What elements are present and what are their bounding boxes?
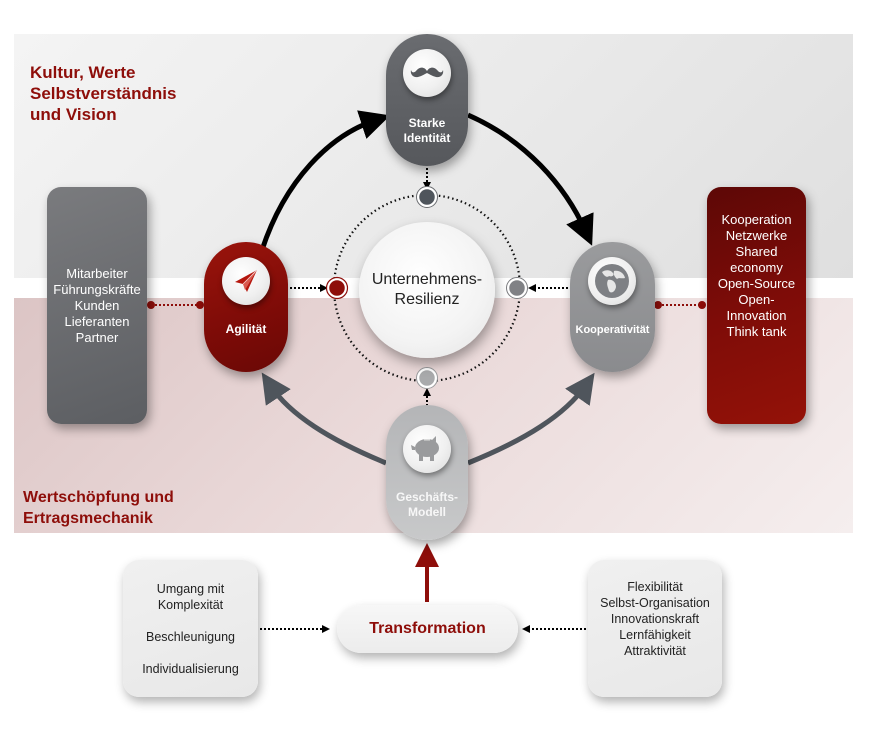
ring-node-business (416, 367, 438, 389)
ring-node-agility (326, 277, 348, 299)
driver-item: Beschleunigung (146, 629, 235, 644)
ring-node-cooperation (506, 277, 528, 299)
node-business-model: Geschäfts- Modell (386, 405, 468, 540)
ring-node-business-outline (416, 367, 438, 389)
cooperation-item: Netzwerke (725, 227, 788, 243)
cooperation-item: Open-Source (717, 275, 796, 291)
cooperation-forms-box: Kooperation Netzwerke Shared economy Ope… (707, 187, 806, 424)
capability-item: Attraktivität (624, 643, 686, 658)
ring-node-identity-outline (416, 186, 438, 208)
transformation-label: Transformation (369, 620, 486, 637)
culture-label-line: und Vision (30, 105, 117, 124)
cooperation-item: economy (730, 259, 783, 275)
driver-item: Individualisierung (142, 661, 239, 676)
node-cooperativity-label: Kooperativität (570, 323, 655, 338)
value-label-line: Ertragsmechanik (23, 510, 153, 527)
node-label-line: Agilität (225, 322, 267, 336)
node-business-model-label: Geschäfts- Modell (386, 490, 468, 520)
resilience-label-line: Resilienz (394, 291, 460, 308)
transformation-node: Transformation (337, 605, 518, 653)
stakeholder-item: Führungskräfte (53, 281, 141, 297)
culture-label-line: Selbstverständnis (30, 84, 177, 103)
capability-item: Flexibilität (627, 579, 683, 594)
ring-node-identity (416, 186, 438, 208)
capability-item: Lernfähigkeit (619, 627, 691, 642)
capabilities-box: Flexibilität Selbst-Organisation Innovat… (588, 560, 722, 697)
ring-node-cooperation-outline (506, 277, 528, 299)
cooperation-item: Innovation (726, 307, 787, 323)
node-label-line: Starke (408, 116, 446, 130)
node-label-line: Kooperativität (575, 324, 650, 336)
node-cooperativity: Kooperativität (570, 242, 655, 372)
node-label-line: Identität (403, 131, 451, 145)
mustache-icon (403, 49, 451, 97)
connector-left-box-start (196, 301, 204, 309)
node-agility: Agilität (204, 242, 288, 372)
capability-item: Innovationskraft (610, 611, 700, 626)
arrow-agility-to-identity (259, 110, 391, 251)
connector-left-box-end (147, 301, 155, 309)
resilience-center: Unternehmens- Resilienz (359, 222, 495, 358)
resilience-label-line: Unternehmens- (371, 271, 483, 288)
value-creation-band-label: Wertschöpfung und Ertragsmechanik (23, 487, 174, 529)
arrow-identity-to-cooperation (466, 112, 594, 246)
stakeholder-item: Mitarbeiter (66, 265, 128, 281)
ring-node-agility-outline (325, 276, 349, 300)
driver-item: Komplexität (157, 597, 224, 612)
cooperation-item: Think tank (726, 323, 787, 339)
cooperation-item: Kooperation (721, 211, 792, 227)
globe-icon (588, 257, 636, 305)
node-agility-label: Agilität (204, 322, 288, 337)
piggy-bank-icon (403, 425, 451, 473)
culture-label-line: Kultur, Werte (30, 63, 136, 82)
drivers-box: Umgang mit Komplexität Beschleunigung In… (123, 560, 258, 697)
stakeholders-box: Mitarbeiter Führungskräfte Kunden Liefer… (47, 187, 147, 424)
node-strong-identity: Starke Identität (386, 34, 468, 166)
cooperation-item: Open- (738, 291, 775, 307)
arrow-business-to-agility (261, 372, 387, 466)
node-strong-identity-label: Starke Identität (386, 116, 468, 146)
paper-plane-icon (222, 257, 270, 305)
capability-item: Selbst-Organisation (600, 595, 710, 610)
node-label-line: Modell (408, 505, 446, 519)
driver-item: Umgang mit (156, 581, 225, 596)
connector-right-box-end (698, 301, 706, 309)
stakeholder-item: Partner (75, 329, 119, 345)
stakeholder-item: Lieferanten (64, 313, 130, 329)
arrow-business-to-cooperation (467, 372, 595, 466)
stakeholder-item: Kunden (74, 297, 120, 313)
culture-band-label: Kultur, Werte Selbstverständnis und Visi… (30, 62, 176, 125)
node-label-line: Geschäfts- (395, 490, 459, 504)
cooperation-item: Shared (735, 243, 778, 259)
connector-right-box-start (654, 301, 662, 309)
value-label-line: Wertschöpfung und (23, 489, 174, 506)
